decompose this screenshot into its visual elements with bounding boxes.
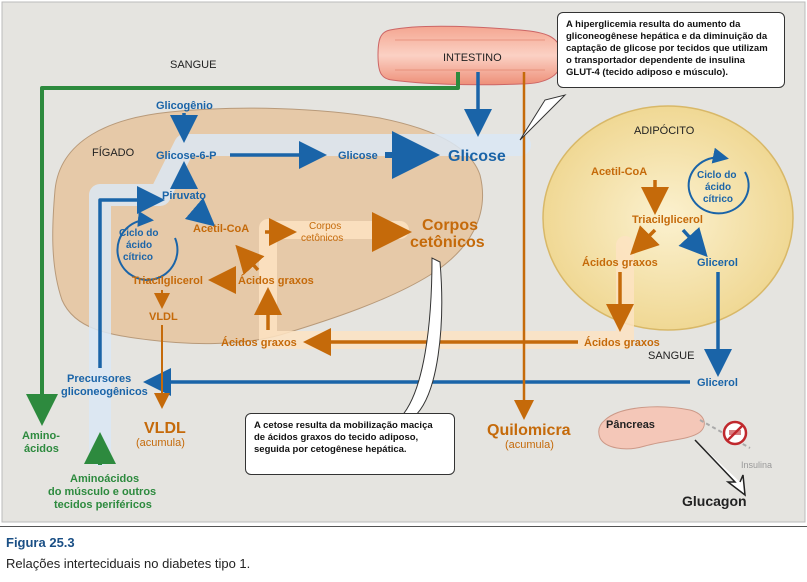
label-glicogenio: Glicogênio bbox=[156, 100, 213, 112]
label-ciclo-adipo-3: cítrico bbox=[703, 194, 733, 205]
label-vldl-small: VLDL bbox=[149, 311, 178, 323]
arrow-pancreas-to-glucagon bbox=[694, 439, 746, 497]
label-glicose-6-p: Glicose-6-P bbox=[156, 150, 217, 162]
label-acidos-adipo: Ácidos graxos bbox=[582, 256, 658, 269]
label-precursores-2: gliconeogênicos bbox=[61, 386, 148, 398]
label-intestino: INTESTINO bbox=[443, 52, 502, 64]
label-glicose-small: Glicose bbox=[338, 150, 378, 162]
label-ciclo-liver-1: Ciclo do bbox=[119, 228, 158, 239]
label-corpos-big-1: Corpos bbox=[422, 217, 478, 234]
note-ketosis: A cetose resulta da mobilização maciça d… bbox=[245, 413, 455, 475]
no-insulin-icon bbox=[722, 420, 748, 446]
label-corpos-small-2: cetônicos bbox=[301, 233, 343, 244]
figure-caption: Relações interteciduais no diabetes tipo… bbox=[6, 556, 251, 571]
arrow-triacil-to-acidos-adipo bbox=[630, 225, 660, 255]
label-piruvato: Piruvato bbox=[162, 190, 206, 202]
figure-title: Figura 25.3 bbox=[6, 535, 75, 550]
label-adipocito: ADIPÓCITO bbox=[634, 124, 695, 137]
green-arrow-intestine-to-amino bbox=[26, 72, 460, 426]
label-ciclo-liver-3: cítrico bbox=[123, 252, 153, 263]
label-corpos-small-1: Corpos bbox=[309, 221, 341, 232]
diagram-canvas: SANGUE INTESTINO FÍGADO ADIPÓCITO SANGUE… bbox=[1, 1, 806, 523]
label-vldl-acumula: (acumula) bbox=[136, 437, 185, 449]
label-sangue-top: SANGUE bbox=[170, 59, 216, 71]
label-aminoacidos-3: tecidos periféricos bbox=[54, 499, 152, 511]
label-figado: FÍGADO bbox=[92, 146, 135, 159]
label-aminoacidos-1: Aminoácidos bbox=[70, 473, 139, 485]
label-acetil-liver: Acetil-CoA bbox=[193, 223, 249, 235]
adipocyte-cell bbox=[542, 105, 794, 331]
arrow-acidos-to-acetil bbox=[235, 244, 265, 275]
label-glicerol-blood: Glicerol bbox=[697, 377, 738, 389]
label-triacil-adipo: Triacilglicerol bbox=[632, 214, 703, 226]
label-sangue-right: SANGUE bbox=[648, 350, 694, 362]
label-acidos-right: Ácidos graxos bbox=[584, 336, 660, 349]
arrow-triacil-to-glicerol bbox=[678, 227, 708, 258]
label-amino-2: ácidos bbox=[24, 443, 59, 455]
arrow-piruvato-to-acetil bbox=[184, 197, 216, 227]
pancreas-shape bbox=[598, 406, 705, 450]
liver-citric-cycle bbox=[116, 211, 179, 281]
label-vldl-big: VLDL bbox=[144, 420, 186, 437]
label-ciclo-liver-2: ácido bbox=[126, 240, 152, 251]
label-triacil-liver: Triacilglicerol bbox=[132, 275, 203, 287]
label-ciclo-adipo-1: Ciclo do bbox=[697, 170, 736, 181]
label-quilomicra-acumula: (acumula) bbox=[505, 439, 554, 451]
caption-rule bbox=[0, 526, 807, 527]
label-pancreas: Pâncreas bbox=[606, 419, 655, 431]
label-acidos-mid: Ácidos graxos bbox=[221, 336, 297, 349]
label-aminoacidos-2: do músculo e outros bbox=[48, 486, 156, 498]
label-quilomicra: Quilomicra bbox=[487, 422, 571, 439]
label-acetil-adipo: Acetil-CoA bbox=[591, 166, 647, 178]
label-acidos-liver: Ácidos graxos bbox=[238, 274, 314, 287]
note-hyperglycemia: A hiperglicemia resulta do aumento da gl… bbox=[557, 12, 785, 88]
label-glicerol-adipo: Glicerol bbox=[697, 257, 738, 269]
label-glicose-big: Glicose bbox=[448, 148, 506, 165]
label-insulina: Insulina bbox=[741, 460, 772, 470]
label-ciclo-adipo-2: ácido bbox=[705, 182, 731, 193]
label-amino-1: Amino- bbox=[22, 430, 60, 442]
label-glucagon: Glucagon bbox=[682, 493, 747, 509]
arrow-precursores-to-piruvato bbox=[98, 186, 165, 368]
label-precursores-1: Precursores bbox=[67, 373, 131, 385]
label-corpos-big-2: cetônicos bbox=[410, 234, 485, 251]
adipo-citric-cycle bbox=[687, 147, 750, 215]
